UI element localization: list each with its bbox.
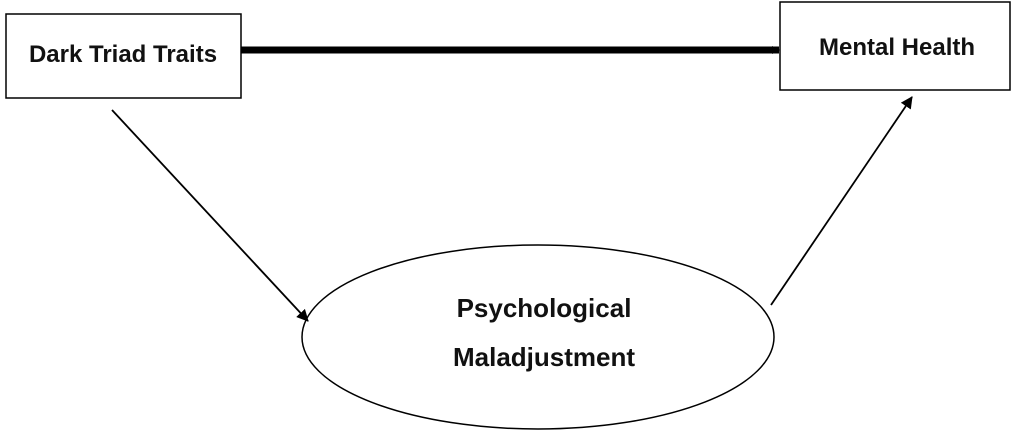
node-box	[5, 13, 242, 99]
edge-maladjustment-to-mental-health	[770, 96, 913, 306]
node-label-mental-health: Mental Health	[819, 34, 975, 61]
node-psychological-maladjustment: Psychological Maladjustment	[301, 244, 775, 430]
edge-dark-triad-to-maladjustment	[111, 109, 309, 322]
node-dark-triad-traits: Dark Triad Traits	[5, 13, 242, 99]
node-box	[779, 1, 1011, 91]
node-label-maladjustment-line1: Psychological	[457, 293, 632, 323]
node-ellipse	[301, 244, 775, 430]
node-label-maladjustment-line2: Maladjustment	[453, 342, 635, 372]
node-mental-health: Mental Health	[779, 1, 1011, 91]
node-label-dark-triad: Dark Triad Traits	[29, 41, 217, 68]
